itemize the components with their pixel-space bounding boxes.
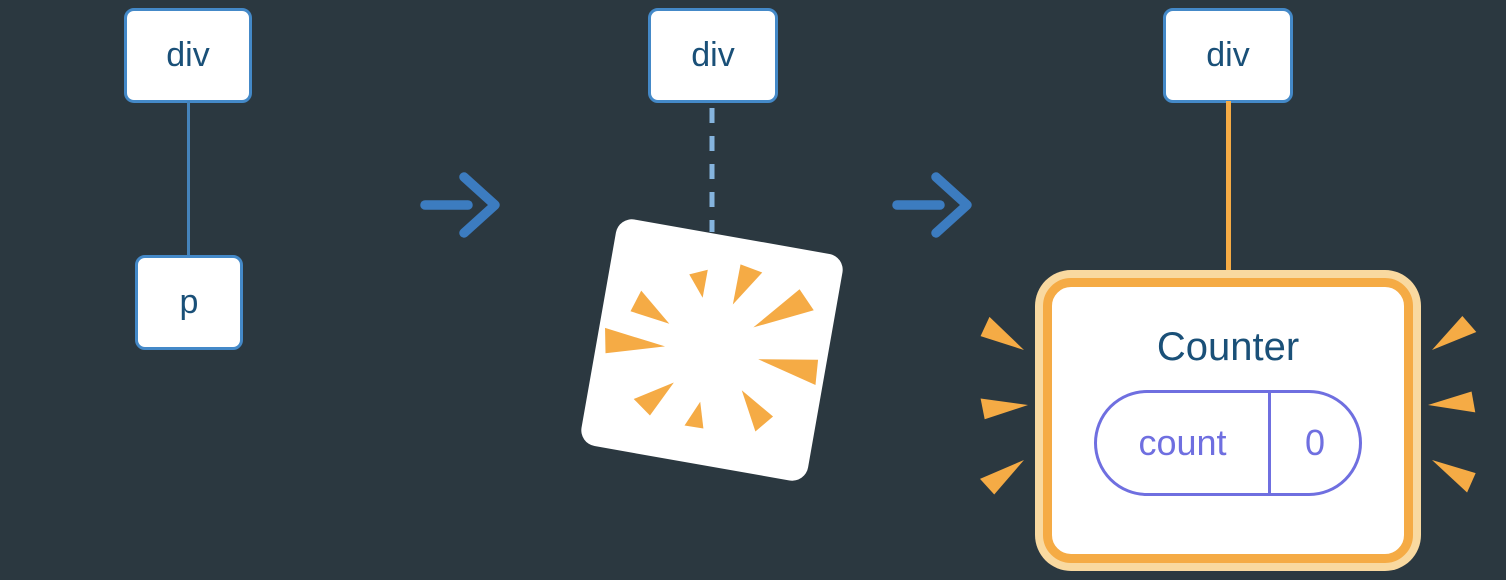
pill-divider	[1268, 393, 1271, 493]
sparkle-left-icon	[980, 316, 1028, 495]
node-label: div	[691, 36, 735, 74]
state-pill: count 0	[1094, 390, 1362, 496]
edge-div-to-p	[187, 101, 190, 257]
tree-node-div-after: div	[1163, 8, 1293, 103]
dashed-edge-icon	[709, 108, 715, 232]
tree-node-div-before: div	[124, 8, 252, 103]
tree-node-p: p	[135, 255, 243, 350]
state-value: 0	[1304, 422, 1326, 463]
arrow-right-icon	[892, 172, 972, 238]
edge-div-to-counter	[1226, 101, 1231, 281]
counter-component-card: Counter count 0	[1043, 278, 1413, 563]
arrow-right-icon	[420, 172, 500, 238]
sparkle-right-icon	[1428, 315, 1477, 493]
node-label: div	[166, 36, 210, 74]
tree-node-div-during: div	[648, 8, 778, 103]
state-key-label: count	[1138, 422, 1227, 463]
node-label: p	[179, 283, 199, 321]
deleted-node-card	[578, 216, 846, 484]
poof-burst-icon	[605, 264, 819, 432]
node-label: div	[1206, 36, 1250, 74]
component-title: Counter	[1156, 325, 1300, 369]
